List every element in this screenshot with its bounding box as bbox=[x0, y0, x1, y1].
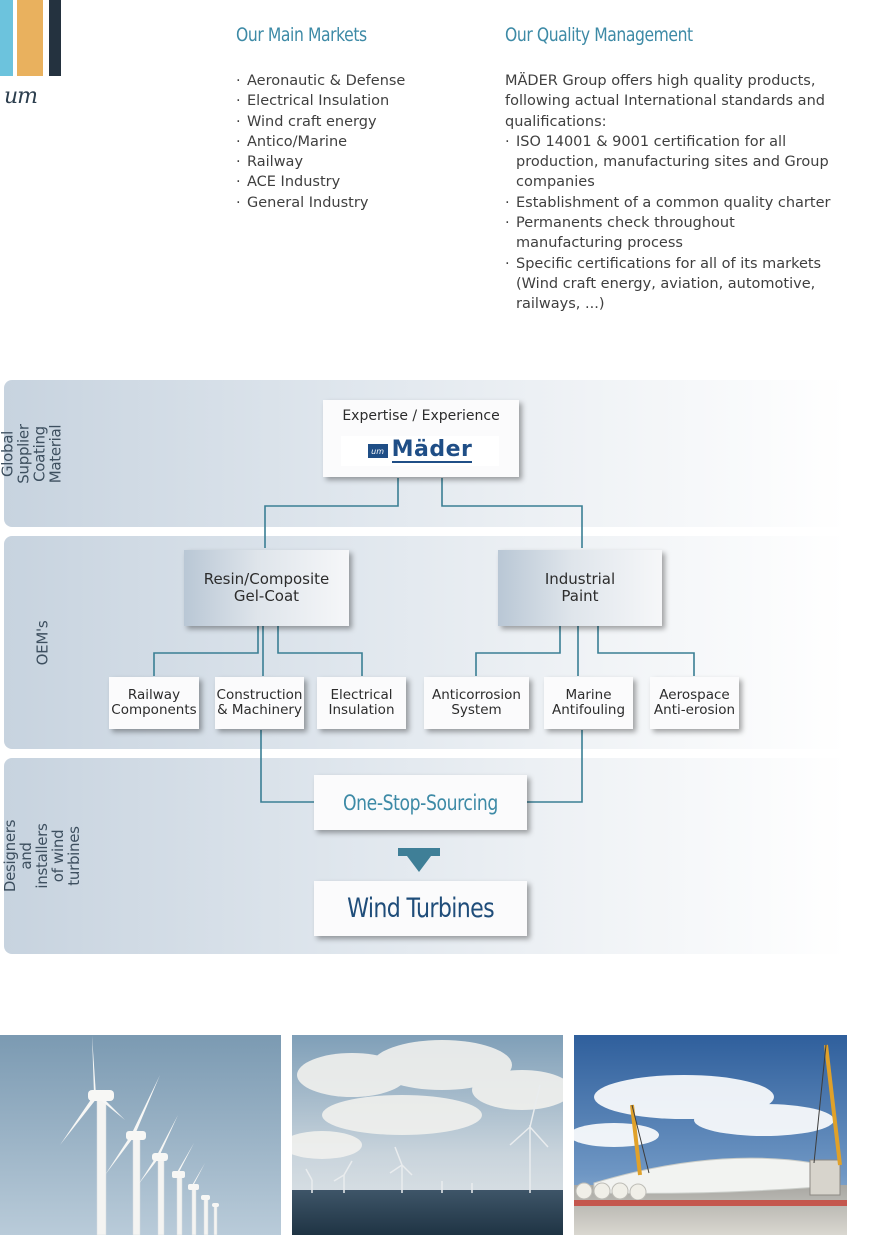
one-stop-sourcing-box: One-Stop-Sourcing bbox=[314, 775, 527, 830]
railway-components-box: Railway Components bbox=[109, 677, 199, 729]
markets-title: Our Main Markets bbox=[236, 24, 367, 46]
quality-intro: MÄDER Group offers high quality products… bbox=[505, 73, 825, 130]
band-label-global-supplier: Global Supplier Coating Material bbox=[0, 423, 66, 484]
band-label-oems: OEM's bbox=[32, 620, 51, 665]
markets-list-item: ACE Industry bbox=[236, 172, 476, 193]
markets-list-item: Electrical Insulation bbox=[236, 91, 476, 112]
turbine-blade-on-transport-photo bbox=[574, 1035, 847, 1235]
industrial-paint-box: Industrial Paint bbox=[498, 550, 662, 626]
marine-antifouling-box: Marine Antifouling bbox=[544, 677, 633, 729]
aerospace-anti-erosion-box: Aerospace Anti-erosion bbox=[650, 677, 739, 729]
construction-machinery-box: Construction & Machinery bbox=[215, 677, 304, 729]
markets-list-item: Wind craft energy bbox=[236, 112, 476, 133]
markets-list-item: Railway bbox=[236, 152, 476, 173]
wind-turbines-box: Wind Turbines bbox=[314, 881, 527, 936]
markets-list-item: General Industry bbox=[236, 193, 476, 214]
resin-composite-box: Resin/Composite Gel-Coat bbox=[184, 550, 349, 626]
quality-section: MÄDER Group offers high quality products… bbox=[505, 71, 845, 315]
markets-list: Aeronautic & DefenseElectrical Insulatio… bbox=[236, 71, 476, 213]
company-logo bbox=[0, 0, 62, 76]
markets-list-item: Antico/Marine bbox=[236, 132, 476, 153]
quality-list: ISO 14001 & 9001 certification for all p… bbox=[505, 132, 845, 315]
quality-list-item: Specific certifications for all of its m… bbox=[505, 254, 845, 315]
maeder-logo: um Mäder bbox=[341, 436, 499, 466]
row-of-wind-turbines-photo bbox=[0, 1035, 281, 1235]
band-label-designers: Designers and installers of wind turbine… bbox=[1, 819, 83, 893]
quality-list-item: ISO 14001 & 9001 certification for all p… bbox=[505, 132, 845, 193]
logo-wordmark: um bbox=[4, 84, 38, 109]
offshore-wind-farm-photo bbox=[292, 1035, 563, 1235]
electrical-insulation-box: Electrical Insulation bbox=[317, 677, 406, 729]
quality-list-item: Permanents check throughout manufacturin… bbox=[505, 213, 845, 254]
quality-list-item: Establishment of a common quality charte… bbox=[505, 193, 845, 214]
markets-list-item: Aeronautic & Defense bbox=[236, 71, 476, 92]
anticorrosion-system-box: Anticorrosion System bbox=[424, 677, 529, 729]
quality-title: Our Quality Management bbox=[505, 24, 693, 46]
